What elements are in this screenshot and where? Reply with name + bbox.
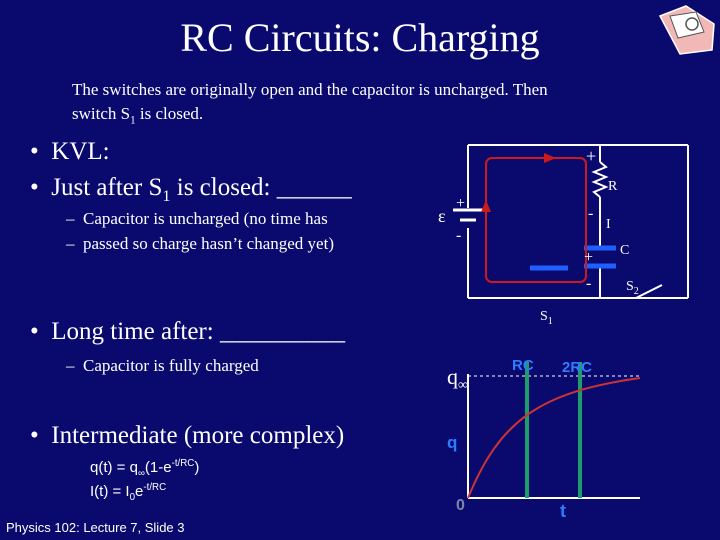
sub-bullet-fully-charged: – Capacitor is fully charged bbox=[66, 356, 259, 375]
capacitor-label: C bbox=[620, 243, 629, 258]
page-title: RC Circuits: Charging bbox=[180, 15, 540, 60]
battery-minus: - bbox=[456, 227, 461, 244]
switch-s2 bbox=[635, 284, 663, 299]
t-axis-label: t bbox=[560, 501, 566, 521]
sub-bullet-uncharged-1: – Capacitor is uncharged (no time has bbox=[66, 209, 328, 228]
current-arrow-top bbox=[544, 153, 556, 163]
two-rc-label: 2RC bbox=[562, 359, 592, 376]
equation-current: I(t) = I0e-t/RC bbox=[90, 482, 167, 503]
circuit-wires bbox=[467, 144, 689, 299]
emf-label: ε bbox=[438, 206, 446, 226]
intro-text: The switches are originally open and the… bbox=[72, 78, 672, 132]
rc-marker-bar bbox=[525, 362, 529, 498]
bullet-long-time: • Long time after: __________ bbox=[30, 318, 345, 345]
intro-line-1: The switches are originally open and the… bbox=[72, 80, 548, 99]
equation-charge: q(t) = q∞(1-e-t/RC) bbox=[90, 458, 200, 479]
resistor-plus: + bbox=[586, 146, 596, 166]
switch-s2-label: S2 bbox=[626, 279, 639, 297]
resistor-label: R bbox=[608, 179, 618, 194]
sub-bullet-uncharged-2: – passed so charge hasn’t changed yet) bbox=[66, 234, 334, 253]
switch-s1-label: S1 bbox=[540, 309, 553, 327]
capacitor-plates bbox=[530, 245, 616, 271]
bullet-intermediate: • Intermediate (more complex) bbox=[30, 422, 345, 449]
two-rc-marker-bar bbox=[578, 362, 582, 498]
q-infinity-label: q∞ bbox=[447, 364, 468, 393]
charge-curve bbox=[467, 377, 641, 499]
capacitor-minus: - bbox=[586, 275, 591, 292]
slide-footer: Physics 102: Lecture 7, Slide 3 bbox=[6, 520, 185, 535]
current-label: I bbox=[606, 217, 611, 232]
bullet-just-after: • Just after S1 is closed: ______ bbox=[30, 174, 352, 205]
rc-label: RC bbox=[512, 357, 534, 374]
bullet-kvl: • KVL: bbox=[30, 138, 110, 165]
current-arrow-left bbox=[481, 200, 491, 212]
capacitor-plus: + bbox=[584, 249, 593, 266]
battery-emf bbox=[453, 208, 483, 222]
battery-plus: + bbox=[456, 195, 465, 212]
resistor-minus: - bbox=[588, 205, 593, 222]
corner-logo-icon bbox=[658, 5, 715, 55]
q-axis-label: q bbox=[447, 433, 457, 452]
origin-label: 0 bbox=[456, 497, 465, 514]
current-loop bbox=[485, 157, 587, 283]
intro-line-2: switch S1 is closed. bbox=[72, 104, 204, 127]
